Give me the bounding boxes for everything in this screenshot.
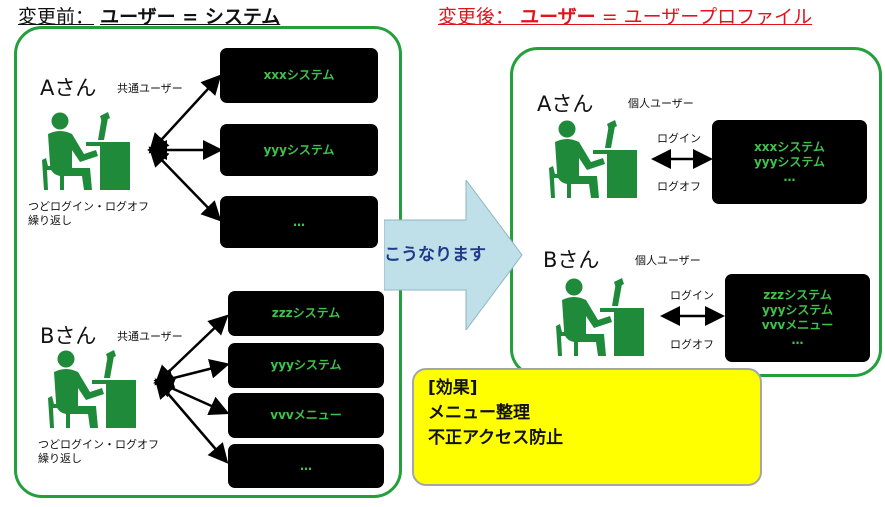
before-user-b-note: つどログイン・ログオフ 繰り返し bbox=[38, 438, 159, 466]
after-a-system-2: yyyシステム bbox=[753, 154, 826, 169]
after-user-a-name: Aさん bbox=[537, 92, 594, 116]
before-a-system-2: yyyシステム bbox=[220, 124, 378, 176]
before-user-b-note-line2: 繰り返し bbox=[38, 452, 82, 465]
before-b-system-4: … bbox=[228, 444, 384, 488]
after-title: 変更後： ユーザー = ユーザープロファイル bbox=[438, 2, 812, 29]
before-user-b-account: 共通ユーザー bbox=[117, 330, 183, 343]
before-a-system-1: xxxシステム bbox=[220, 48, 378, 103]
before-a-system-3: … bbox=[220, 196, 378, 248]
effect-heading: [効果] bbox=[428, 378, 478, 398]
before-user-b-name: Bさん bbox=[40, 324, 97, 348]
after-b-system-3: vvvメニュー bbox=[761, 318, 834, 332]
after-b-systems: zzzシステム yyyシステム vvvメニュー … bbox=[725, 274, 870, 362]
after-a-system-3: … bbox=[783, 169, 796, 184]
effect-line-1: メニュー整理 bbox=[428, 403, 530, 423]
after-title-value-strong: ユーザー bbox=[520, 6, 596, 28]
before-user-b-note-line1: つどログイン・ログオフ bbox=[38, 438, 159, 451]
after-user-b-logoff: ログオフ bbox=[670, 338, 714, 351]
before-b-system-3: vvvメニュー bbox=[228, 393, 384, 438]
after-a-systems: xxxシステム yyyシステム … bbox=[712, 120, 867, 204]
user-a-person-icon bbox=[42, 112, 130, 190]
user-b-person-icon bbox=[48, 350, 136, 428]
before-b-system-2: yyyシステム bbox=[228, 343, 384, 388]
after-user-a-login: ログイン bbox=[657, 132, 701, 145]
effect-line-2: 不正アクセス防止 bbox=[428, 428, 564, 448]
before-title: 変更前： ユーザー = システム bbox=[18, 2, 280, 29]
before-title-value: ユーザー = システム bbox=[100, 6, 281, 28]
after-user-b-login: ログイン bbox=[670, 289, 714, 302]
before-user-a-note-line1: つどログイン・ログオフ bbox=[28, 200, 149, 213]
after-user-b-name: Bさん bbox=[543, 248, 600, 272]
before-title-label: 変更前： bbox=[18, 6, 95, 28]
transition-label: こうなります bbox=[384, 245, 486, 265]
after-user-a-account: 個人ユーザー bbox=[628, 97, 694, 110]
before-b-system-1: zzzシステム bbox=[228, 291, 384, 336]
after-b-system-1: zzzシステム bbox=[763, 288, 832, 302]
after-user-b-account: 個人ユーザー bbox=[635, 254, 701, 267]
after-a-system-1: xxxシステム bbox=[754, 139, 825, 154]
after-b-system-4: … bbox=[791, 333, 804, 347]
after-user-a-person-icon bbox=[549, 120, 637, 198]
before-user-a-note: つどログイン・ログオフ 繰り返し bbox=[28, 200, 149, 228]
after-title-label: 変更後： bbox=[438, 6, 515, 28]
before-user-a-name: Aさん bbox=[40, 76, 97, 100]
before-user-a-account: 共通ユーザー bbox=[117, 82, 183, 95]
after-user-b-person-icon bbox=[556, 278, 644, 356]
after-user-a-logoff: ログオフ bbox=[657, 180, 701, 193]
transition-arrow bbox=[384, 180, 523, 330]
after-title-value-rest: = ユーザープロファイル bbox=[595, 6, 813, 28]
before-user-a-note-line2: 繰り返し bbox=[28, 214, 72, 227]
after-b-system-2: yyyシステム bbox=[761, 303, 834, 317]
effect-box: [効果] メニュー整理 不正アクセス防止 bbox=[412, 368, 762, 486]
